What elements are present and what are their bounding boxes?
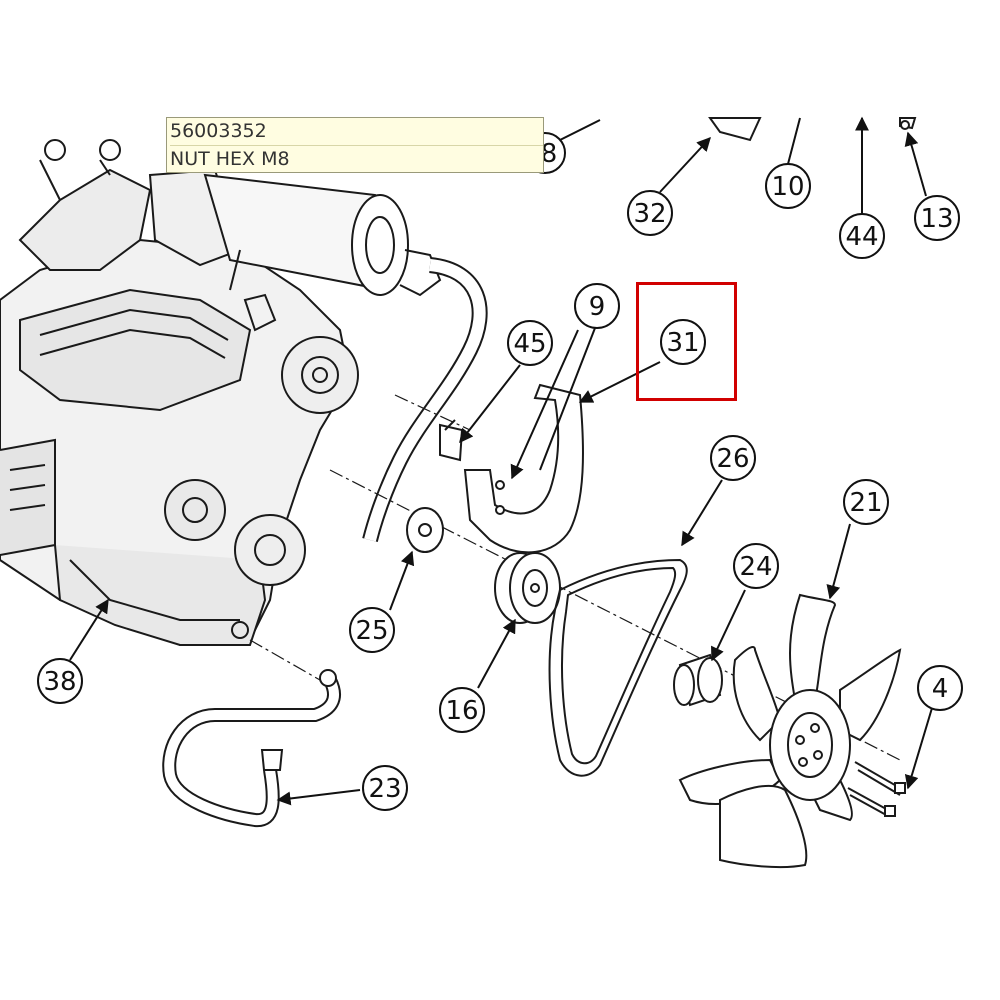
callout-21[interactable]: 21 [843,479,889,525]
callout-26[interactable]: 26 [710,435,756,481]
svg-text:13: 13 [920,204,953,234]
callout-labels: 32 10 44 13 8 9 31 45 26 21 24 4 25 16 3… [37,132,963,811]
callout-9[interactable]: 9 [574,283,620,329]
crank-pulley [494,552,561,624]
svg-text:32: 32 [633,199,666,229]
callout-32[interactable]: 32 [627,190,673,236]
svg-text:24: 24 [739,552,772,582]
callout-13[interactable]: 13 [914,195,960,241]
leader-lines [69,116,933,806]
callout-4[interactable]: 4 [917,665,963,711]
svg-text:44: 44 [845,222,878,252]
svg-text:16: 16 [445,696,478,726]
svg-text:8: 8 [541,139,558,169]
tooltip-description: NUT HEX M8 [170,145,543,173]
shroud-bracket [463,383,584,554]
callout-38[interactable]: 38 [37,658,83,704]
svg-text:4: 4 [932,674,949,704]
v-belt [548,558,688,777]
callout-45[interactable]: 45 [507,320,553,366]
callout-25[interactable]: 25 [349,607,395,653]
callout-10[interactable]: 10 [765,163,811,209]
callout-23[interactable]: 23 [362,765,408,811]
callout-24[interactable]: 24 [733,543,779,589]
tooltip-part-number: 56003352 [170,120,267,142]
sensor-bracket [439,419,464,462]
svg-text:21: 21 [849,488,882,518]
svg-text:23: 23 [368,774,401,804]
callout-31[interactable]: 31 [660,319,706,365]
callout-16[interactable]: 16 [439,687,485,733]
cooling-fan [678,593,902,869]
coolant-hose [162,669,341,828]
fan-spacer [673,653,723,707]
engine-assembly [0,139,488,647]
selected-part-highlight [636,282,737,401]
fan-bolts [847,761,906,817]
svg-text:25: 25 [355,616,388,646]
top-parts [708,117,917,142]
svg-text:45: 45 [513,329,546,359]
svg-text:31: 31 [666,328,699,358]
svg-text:10: 10 [771,172,804,202]
flange-plate [406,507,444,553]
part-tooltip: 56003352 NUT HEX M8 [166,117,544,173]
svg-text:26: 26 [716,444,749,474]
svg-text:9: 9 [589,292,606,322]
svg-text:38: 38 [43,667,76,697]
callout-44[interactable]: 44 [839,213,885,259]
